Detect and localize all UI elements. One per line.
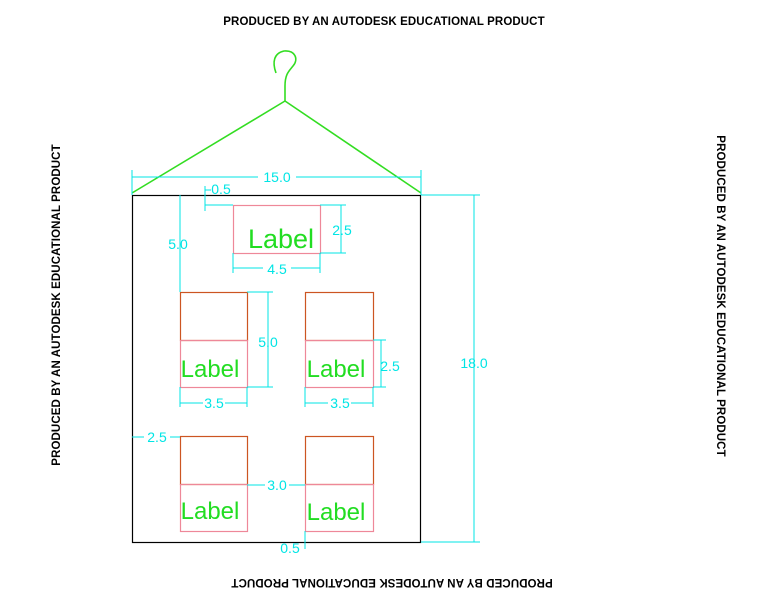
pocket-3-upper (179, 435, 249, 486)
pocket-3-label-area (179, 483, 249, 533)
pocket-4-label-area (304, 483, 375, 533)
dimension-labels: 15.0 18.0 0.5 5.0 2.5 4.5 5.0 2.5 3.5 3.… (147, 169, 488, 556)
hanger-left-arm (131, 100, 286, 194)
pocket-3: Label (179, 435, 249, 533)
watermark-top: PRODUCED BY AN AUTODESK EDUCATIONAL PROD… (223, 16, 544, 28)
pocket-1: Label (179, 291, 249, 389)
pocket-2-upper (304, 291, 375, 342)
hanger-right-arm (284, 100, 422, 194)
pocket-3-label-text: Label (181, 498, 240, 525)
watermark-right: PRODUCED BY AN AUTODESK EDUCATIONAL PROD… (714, 135, 726, 456)
dim-text-overall-width: 15.0 (263, 169, 290, 185)
pocket-1-label-area (179, 339, 249, 389)
watermark-left: PRODUCED BY AN AUTODESK EDUCATIONAL PROD… (51, 144, 63, 465)
dim-text-pocket-spacing: 3.0 (267, 477, 287, 493)
pocket-1-label-text: Label (181, 356, 240, 383)
pocket-4-upper (304, 435, 375, 486)
dim-text-bottom-gap: 0.5 (280, 540, 300, 556)
pocket-4: Label (304, 435, 375, 533)
hanger-hook (273, 50, 297, 101)
dim-text-pocket-height: 5.0 (258, 334, 278, 350)
top-label-text: Label (248, 224, 314, 254)
pocket-4-label-text: Label (307, 499, 366, 526)
dim-text-overall-height: 18.0 (460, 355, 487, 371)
dim-text-top-offset: 5.0 (168, 236, 188, 252)
dim-text-top-label-height: 2.5 (332, 222, 352, 238)
hanger (131, 50, 422, 194)
dim-text-pocket-width-left: 3.5 (204, 395, 224, 411)
organizer-frame (131, 194, 422, 544)
watermark-bottom: PRODUCED BY AN AUTODESK EDUCATIONAL PROD… (231, 576, 552, 588)
pocket-2-label-text: Label (307, 356, 366, 383)
dim-text-pocket-width-right: 3.5 (330, 395, 350, 411)
pocket-2: Label (304, 291, 375, 389)
pocket-1-upper (179, 291, 249, 342)
top-label-box (232, 204, 322, 255)
dim-text-top-label-width: 4.5 (267, 261, 287, 277)
dim-text-side-margin: 2.5 (147, 429, 167, 445)
dim-text-pocket-label-height: 2.5 (380, 358, 400, 374)
pocket-2-label-area (304, 339, 375, 389)
dimension-lines (131, 170, 480, 549)
dim-text-top-gap: 0.5 (211, 181, 231, 197)
